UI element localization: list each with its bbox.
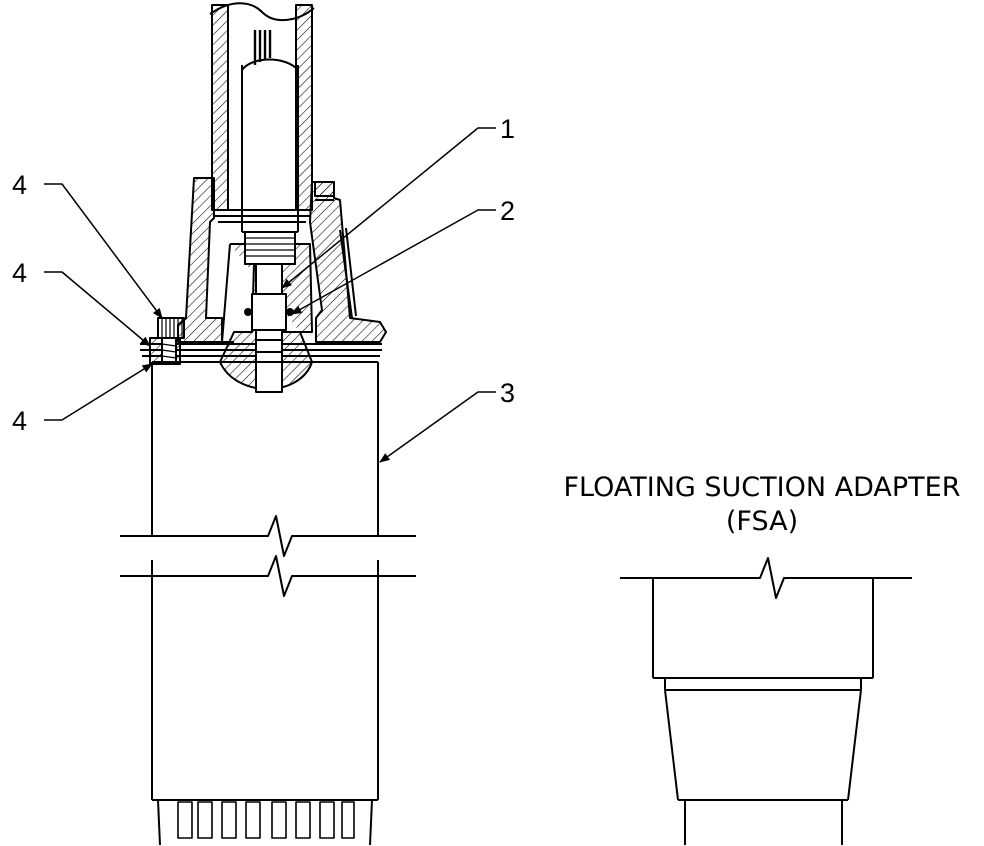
check-valve-core: [219, 231, 313, 393]
callout-4-middle: 4: [12, 258, 27, 288]
callout-4-top: 4: [12, 170, 27, 200]
inner-cable-tube: [241, 58, 299, 233]
hold-down-bolt: [149, 317, 185, 365]
fsa-title-line1: FLOATING SUCTION ADAPTER: [563, 472, 960, 503]
fsa-adapter: [620, 557, 912, 845]
break-line-left: [120, 515, 416, 597]
pump-motor-body: [151, 361, 379, 846]
fsa-title-line2: (FSA): [726, 506, 798, 537]
callout-4-bottom: 4: [12, 406, 27, 436]
discharge-head: [140, 177, 387, 357]
riser-pipe: [209, 2, 315, 211]
leader-lines: [44, 127, 496, 463]
callout-3: 3: [500, 378, 515, 408]
callout-2: 2: [500, 196, 515, 226]
callout-1: 1: [500, 114, 515, 144]
